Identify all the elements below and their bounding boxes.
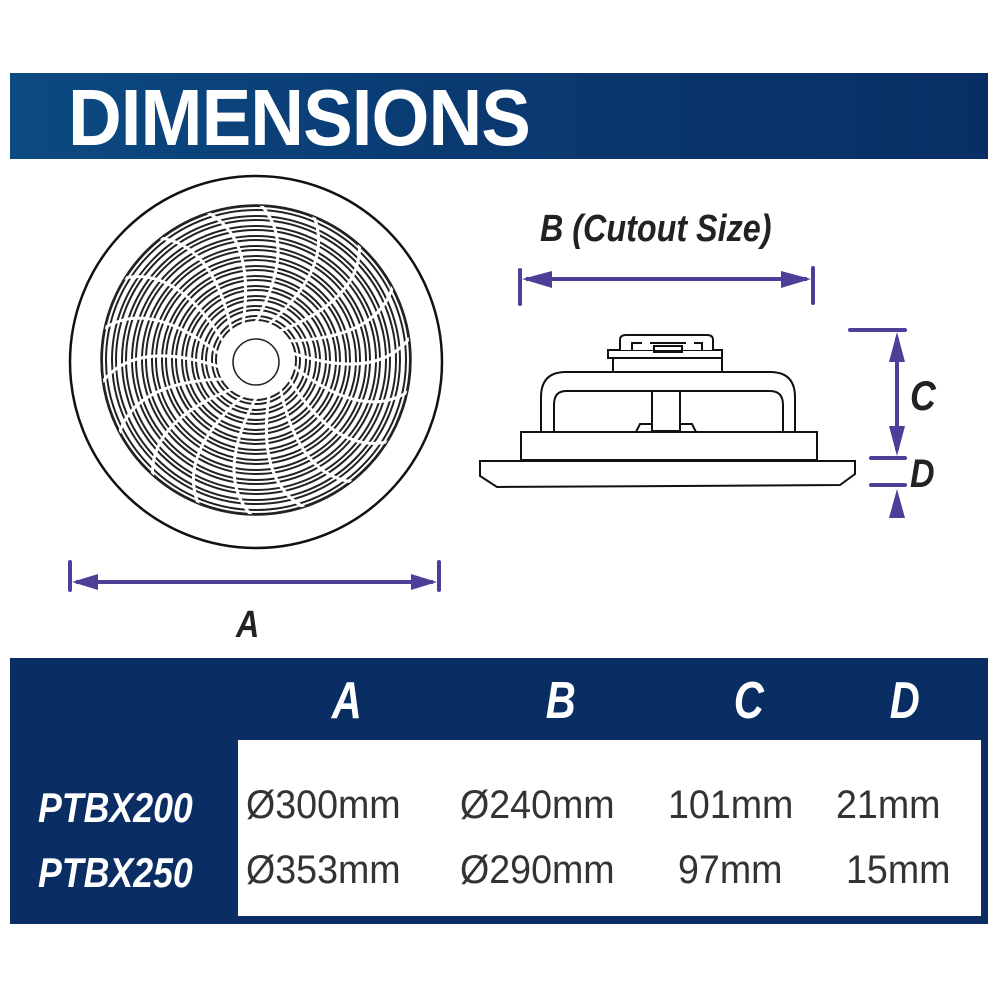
cell-ptbx250-c: 97mm [678, 848, 783, 892]
cell-ptbx250-b: Ø290mm [460, 848, 615, 892]
dimension-label-a: A [236, 604, 260, 646]
dimension-label-b: B (Cutout Size) [540, 208, 772, 250]
column-header-b: B [545, 672, 576, 730]
row-model-ptbx250: PTBX250 [38, 849, 193, 896]
dimension-arrow-c [848, 328, 907, 460]
cell-ptbx250-a: Ø353mm [246, 848, 401, 892]
dimension-label-c: C [910, 372, 936, 419]
column-header-a: A [331, 672, 362, 730]
page-title: DIMENSIONS [68, 73, 531, 162]
dimension-arrow-d [869, 483, 907, 518]
dimension-label-d: D [910, 452, 935, 496]
cell-ptbx200-d: 21mm [836, 783, 941, 827]
dimension-drawing [68, 174, 907, 592]
column-header-c: C [733, 672, 764, 730]
cell-ptbx250-d: 15mm [846, 848, 951, 892]
title-banner: DIMENSIONS [10, 73, 988, 162]
cell-ptbx200-c: 101mm [668, 783, 794, 827]
speaker-front-view [68, 174, 444, 550]
row-model-ptbx200: PTBX200 [38, 784, 193, 831]
dimension-arrow-a [68, 560, 441, 592]
column-header-d: D [889, 672, 920, 730]
cell-ptbx200-a: Ø300mm [246, 783, 401, 827]
dimension-arrow-b [518, 266, 815, 306]
table-body [238, 740, 981, 916]
cell-ptbx200-b: Ø240mm [460, 783, 615, 827]
speaker-side-view [479, 334, 856, 489]
dimensions-table: A B C D PTBX200 Ø300mm Ø240mm 101mm 21mm… [10, 658, 988, 924]
